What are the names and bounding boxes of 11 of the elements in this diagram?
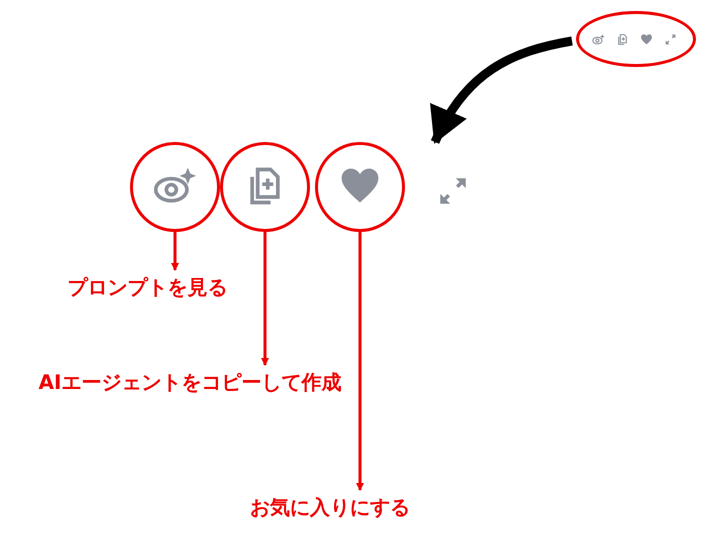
arrow	[430, 36, 573, 144]
annotation-text: お気に入りにする	[235, 494, 425, 522]
highlight-circle	[315, 142, 405, 232]
annotation-text: プロンプトを見る	[55, 274, 240, 302]
highlight-circle	[130, 142, 220, 232]
arrow	[356, 232, 364, 491]
annotation-text: AIエージェントをコピーして作成	[20, 369, 360, 397]
highlight-circle	[220, 142, 310, 232]
toolbar-ellipse	[576, 11, 696, 67]
arrow	[171, 232, 179, 271]
arrow	[261, 232, 269, 366]
